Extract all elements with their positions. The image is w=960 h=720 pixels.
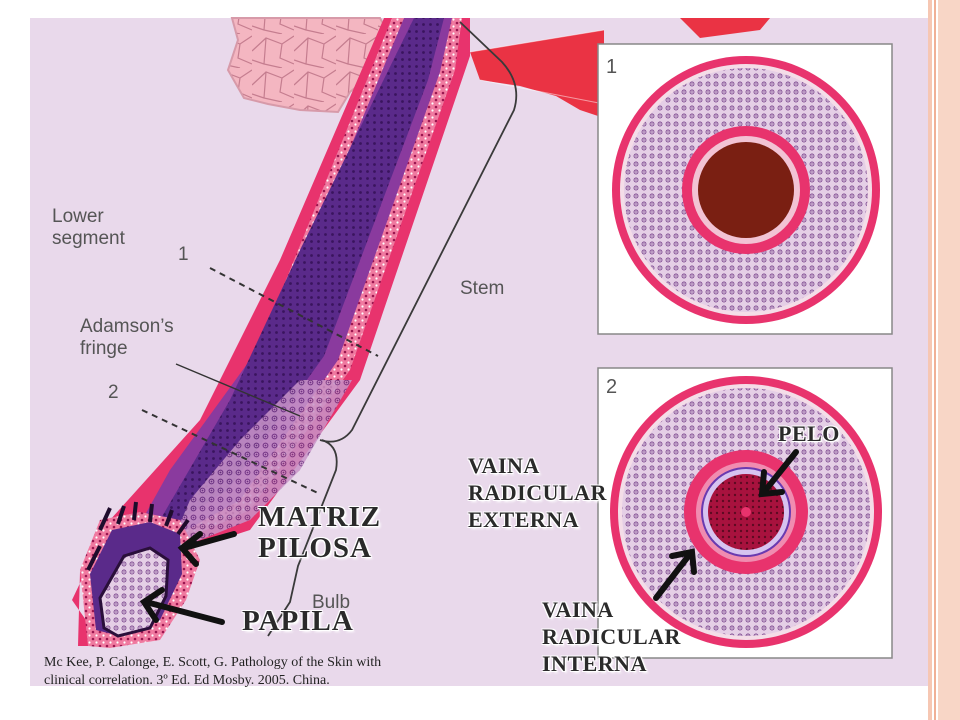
panel-2-center-dot	[741, 507, 751, 517]
arrow-pelo	[758, 449, 799, 498]
label-lower-segment: Lower segment	[52, 206, 125, 249]
follicle-cellular-band	[168, 380, 352, 552]
follicle-hair-core	[160, 18, 444, 520]
label-vaina-interna: VAINA RADICULAR INTERNA	[542, 597, 681, 676]
stem-bracket	[319, 21, 518, 443]
arrector-muscle	[470, 30, 604, 118]
label-level-1: 1	[178, 244, 189, 265]
bulb-bracket	[267, 439, 338, 637]
arrow-vaina-interna	[653, 548, 697, 601]
label-matriz-pilosa: MATRIZ PILOSA	[258, 501, 382, 564]
citation: Mc Kee, P. Calonge, E. Scott, G. Patholo…	[44, 655, 382, 688]
label-level-2: 2	[108, 382, 119, 403]
sidebar-stripe-1	[928, 0, 932, 720]
level-1-line	[209, 267, 379, 357]
label-vaina-externa: VAINA RADICULAR EXTERNA	[468, 453, 607, 532]
panel-1-hair-shaft	[698, 142, 794, 238]
sidebar-stripe-2	[934, 0, 936, 720]
fringe-line	[175, 363, 301, 417]
label-adamsons-fringe: Adamson’s fringe	[80, 316, 174, 359]
sidebar-stripe-3	[938, 0, 960, 720]
red-strand-top	[680, 18, 770, 38]
label-papila: PAPILA	[242, 605, 354, 637]
arrow-papila	[139, 587, 225, 625]
panel-1-number: 1	[606, 56, 618, 78]
label-stem: Stem	[460, 278, 505, 299]
arrow-matriz	[177, 531, 237, 567]
label-bulb: Bulb	[312, 592, 351, 613]
panel-2-number: 2	[606, 376, 618, 398]
label-pelo: PELO	[778, 421, 840, 446]
